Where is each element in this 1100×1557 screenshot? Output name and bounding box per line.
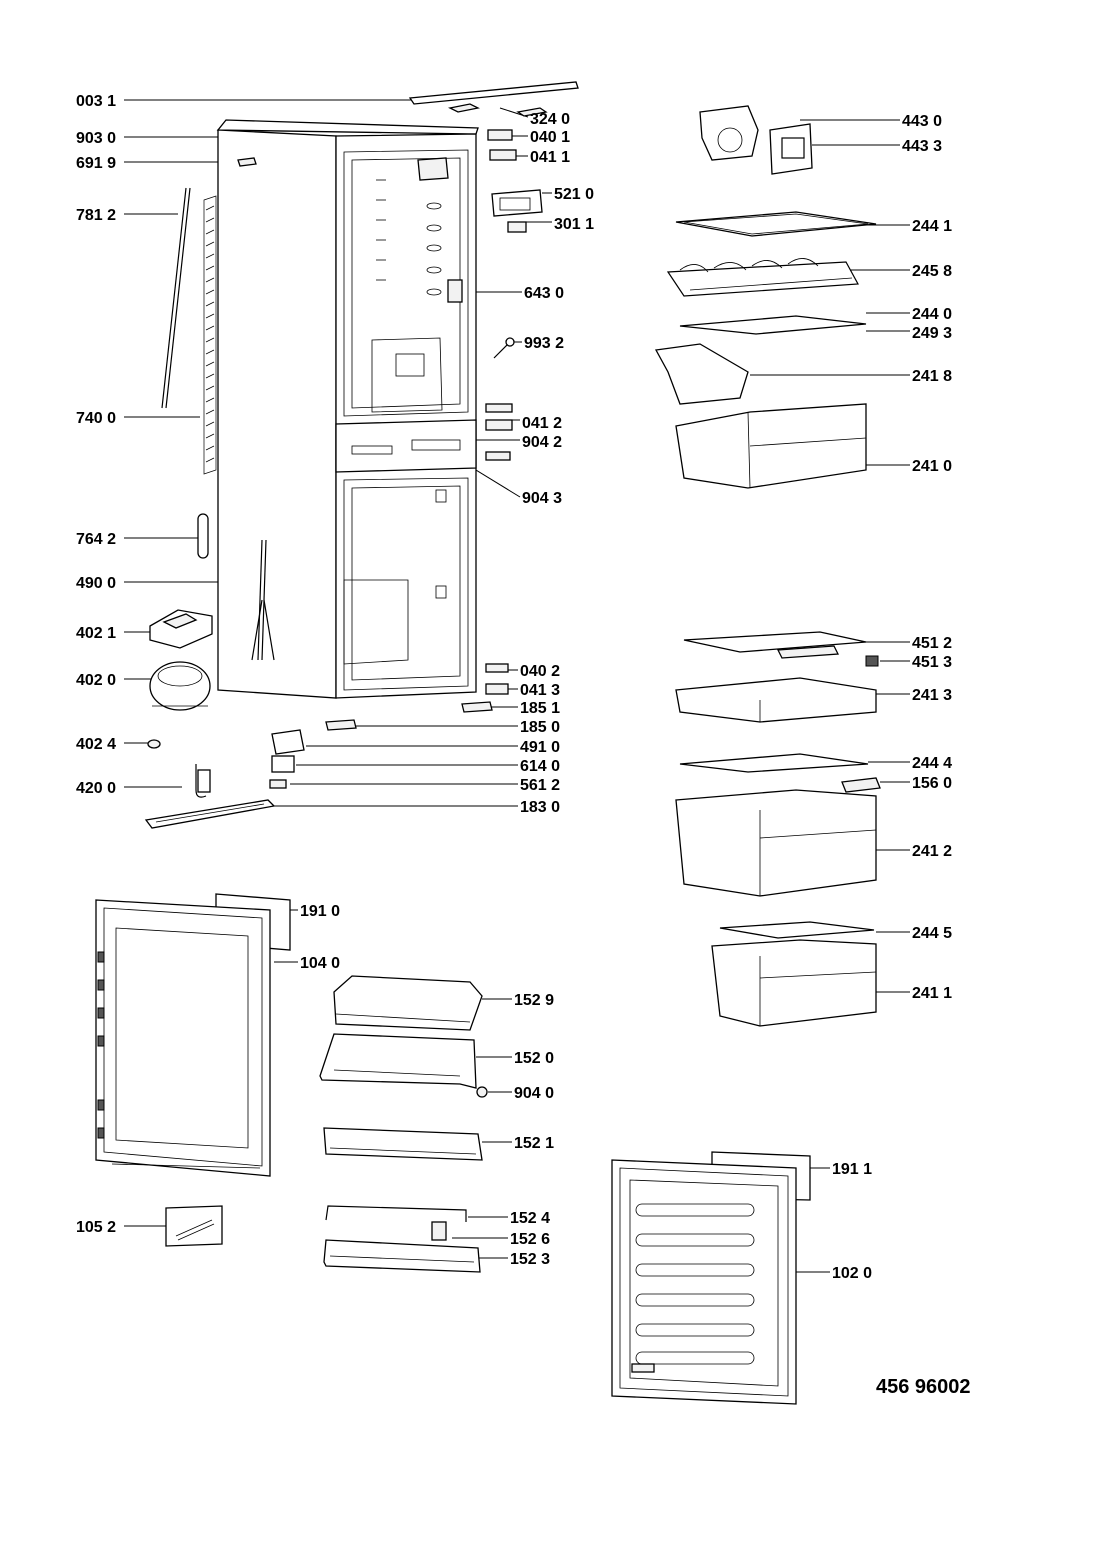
callout-241-2: 241 2 (912, 843, 952, 860)
callout-152-1: 152 1 (514, 1135, 554, 1152)
callout-402-1: 402 1 (76, 625, 116, 642)
callout-561-2: 561 2 (520, 777, 560, 794)
freezer-door (611, 1151, 811, 1405)
callout-191-0: 191 0 (300, 903, 340, 920)
compressor-parts (147, 513, 275, 798)
callout-185-0: 185 0 (520, 719, 560, 736)
callout-241-3: 241 3 (912, 687, 952, 704)
callout-420-0: 420 0 (76, 780, 116, 797)
callout-183-0: 183 0 (520, 799, 560, 816)
callout-003-1: 003 1 (76, 93, 116, 110)
callout-152-4: 152 4 (510, 1210, 550, 1227)
hinge-brackets (144, 129, 543, 829)
callout-241-0: 241 0 (912, 458, 952, 475)
callout-521-0: 521 0 (554, 186, 594, 203)
callout-041-3: 041 3 (520, 682, 560, 699)
callout-244-0: 244 0 (912, 306, 952, 323)
callout-740-0: 740 0 (76, 410, 116, 427)
callout-614-0: 614 0 (520, 758, 560, 775)
condenser-hatch (205, 205, 215, 463)
callout-491-0: 491 0 (520, 739, 560, 756)
callout-040-1: 040 1 (530, 129, 570, 146)
callout-643-0: 643 0 (524, 285, 564, 302)
callout-245-8: 245 8 (912, 263, 952, 280)
callout-labels: 003 1 324 0 903 0 040 1 691 9 041 1 521 … (76, 93, 971, 1398)
callout-781-2: 781 2 (76, 207, 116, 224)
fridge-door (95, 893, 291, 1177)
callout-104-0: 104 0 (300, 955, 340, 972)
callout-903-0: 903 0 (76, 130, 116, 147)
callout-041-2: 041 2 (522, 415, 562, 432)
callout-156-0: 156 0 (912, 775, 952, 792)
callout-301-1: 301 1 (554, 216, 594, 233)
callout-244-4: 244 4 (912, 755, 952, 772)
callout-451-3: 451 3 (912, 654, 952, 671)
leader-lines (124, 99, 910, 1273)
callout-402-0: 402 0 (76, 672, 116, 689)
callout-443-3: 443 3 (902, 138, 942, 155)
callout-402-4: 402 4 (76, 736, 116, 753)
callout-993-2: 993 2 (524, 335, 564, 352)
callout-105-2: 105 2 (76, 1219, 116, 1236)
callout-451-2: 451 2 (912, 635, 952, 652)
callout-102-0: 102 0 (832, 1265, 872, 1282)
door-bins (319, 975, 488, 1273)
callout-152-6: 152 6 (510, 1231, 550, 1248)
callout-244-1: 244 1 (912, 218, 952, 235)
callout-904-0: 904 0 (514, 1085, 554, 1102)
callout-904-3: 904 3 (522, 490, 562, 507)
callout-691-9: 691 9 (76, 155, 116, 172)
callout-041-1: 041 1 (530, 149, 570, 166)
callout-764-2: 764 2 (76, 531, 116, 548)
cabinet-body (161, 81, 579, 699)
fridge-accessories (654, 105, 881, 1027)
callout-040-2: 040 2 (520, 663, 560, 680)
callout-443-0: 443 0 (902, 113, 942, 130)
callout-490-0: 490 0 (76, 575, 116, 592)
door-bracket (165, 1205, 223, 1247)
callout-152-3: 152 3 (510, 1251, 550, 1268)
callout-249-3: 249 3 (912, 325, 952, 342)
callout-152-9: 152 9 (514, 992, 554, 1009)
callout-191-1: 191 1 (832, 1161, 872, 1178)
callout-241-8: 241 8 (912, 368, 952, 385)
model-code: 456 96002 (876, 1376, 971, 1398)
callout-324-0: 324 0 (530, 111, 570, 128)
callout-904-2: 904 2 (522, 434, 562, 451)
callout-185-1: 185 1 (520, 700, 560, 717)
callout-241-1: 241 1 (912, 985, 952, 1002)
callout-152-0: 152 0 (514, 1050, 554, 1067)
callout-244-5: 244 5 (912, 925, 952, 942)
